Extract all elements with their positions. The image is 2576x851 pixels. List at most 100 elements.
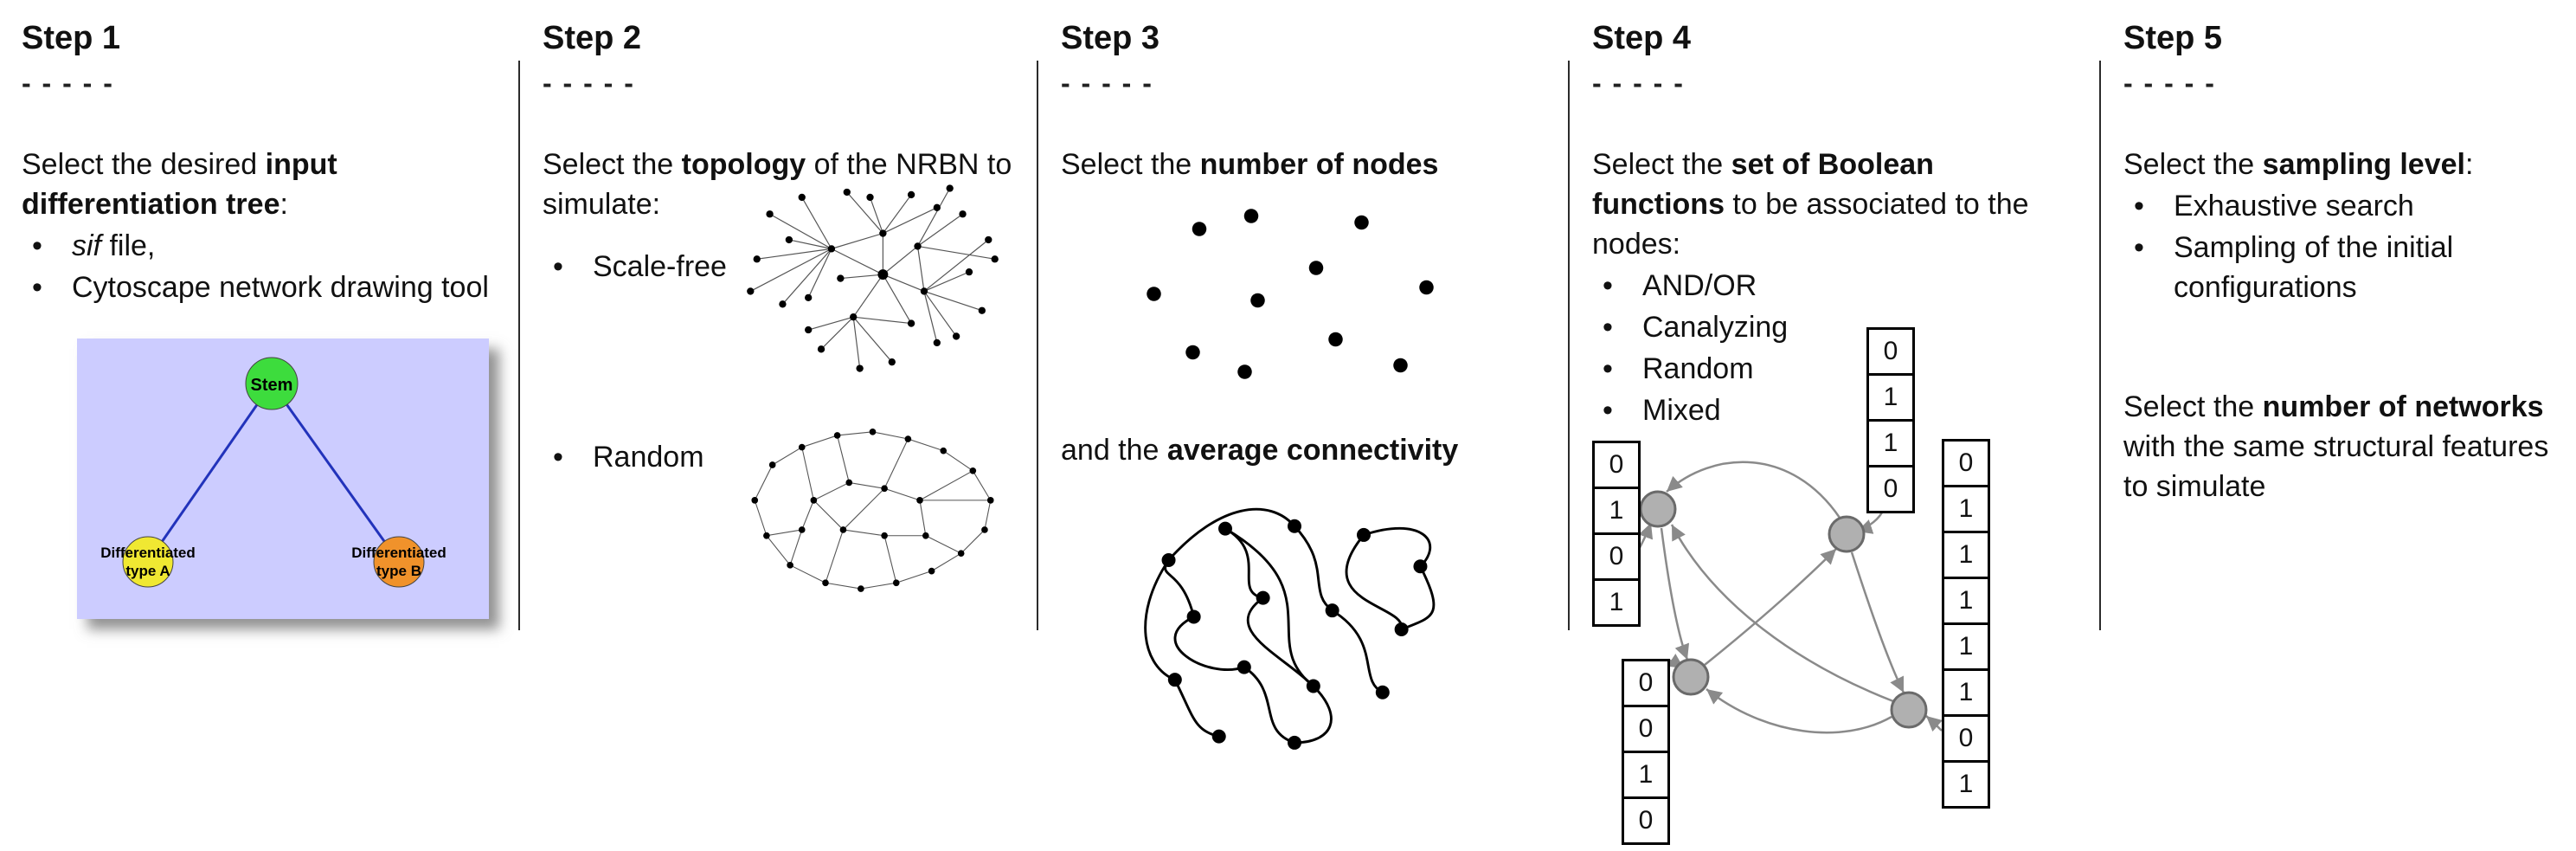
truth-table-cell: 1 (1942, 760, 1990, 809)
truth-table-cell: 1 (1866, 373, 1915, 422)
step-5-networks-instruction: Select the number of networks with the s… (2123, 387, 2573, 506)
bullet-marker: • (32, 270, 42, 304)
tangle-nodes (1161, 519, 1428, 750)
step-2-title: Step 2 (543, 20, 642, 56)
step-2-instruction: Select the topology of the NRBN to simul… (543, 145, 1014, 224)
scatter-dots (1147, 208, 1434, 379)
truth-table-cell: 1 (1592, 487, 1641, 535)
boolean-network-nodes (1639, 490, 1928, 729)
instruction-text: of the NRBN to simulate: (543, 147, 1012, 221)
truth-table-cell: 1 (1942, 622, 1990, 671)
bullet-text: AND/OR (1642, 268, 1757, 302)
network-nodes (751, 428, 994, 592)
bullet-sif-file: • sif file, (22, 226, 496, 266)
bullet-text: Cytoscape network drawing tool (72, 270, 489, 304)
instruction-text: : (2464, 147, 2474, 181)
type-a-label-line2: type A (125, 563, 170, 579)
truth-table-cell: 0 (1592, 441, 1641, 489)
truth-table-cell: 1 (1592, 578, 1641, 627)
instruction-text: Select the desired (22, 147, 266, 181)
instruction-bold: number of nodes (1199, 147, 1439, 181)
instruction-bold: sampling level (2262, 147, 2465, 181)
truth-table-cell: 1 (1942, 531, 1990, 579)
stem-label: Stem (251, 376, 293, 395)
step-4-dashes: - - - - - (1592, 67, 1685, 99)
stem-node (245, 357, 299, 410)
instruction-bold: set of Boolean functions (1592, 147, 1934, 221)
instruction-text: Select the (1061, 147, 1200, 181)
bullet-text: sif file, (72, 226, 496, 266)
truth-table-cell: 1 (1622, 751, 1670, 799)
truth-table-cell: 0 (1622, 659, 1670, 707)
bullet-marker: • (1603, 393, 1613, 427)
bullet-marker: • (2134, 230, 2144, 264)
boolean-network-graphic (1634, 461, 1943, 734)
truth-table-bottom: 0 0 1 0 (1622, 659, 1670, 845)
bullet-marker: • (1603, 310, 1613, 344)
type-a-label-line1: Differentiated (100, 545, 196, 561)
bullet-italic: sif (72, 229, 101, 262)
bullet-text: Mixed (1642, 393, 1721, 427)
truth-table-cell: 1 (1942, 485, 1990, 533)
type-b-label-line1: Differentiated (351, 545, 446, 561)
bullet-and-or: • AND/OR (1592, 266, 2077, 306)
type-b-node (373, 536, 425, 588)
bullet-exhaustive-search: • Exhaustive search (2123, 186, 2573, 226)
instruction-text: and the (1061, 433, 1167, 467)
bullet-marker: • (1603, 268, 1613, 302)
truth-table-cell: 0 (1866, 465, 1915, 513)
bullet-mixed: • Mixed (1592, 390, 2077, 430)
instruction-text: Select the (543, 147, 682, 181)
column-divider (1037, 61, 1038, 630)
scale-free-row: • Scale-free (543, 184, 1014, 389)
network-edges (754, 430, 992, 590)
truth-table-cell: 0 (1942, 439, 1990, 487)
step-1-dashes: - - - - - (22, 67, 114, 99)
bullet-marker: • (553, 440, 563, 474)
bullet-canalyzing: • Canalyzing (1592, 307, 2077, 347)
truth-table-cell: 1 (1942, 577, 1990, 625)
step-3-dashes: - - - - - (1061, 67, 1153, 99)
step-4-panel: Step 4 - - - - - Select the set of Boole… (1592, 19, 2077, 845)
column-divider (518, 61, 520, 630)
bullet-rest: file, (101, 229, 156, 262)
type-b-label-line2: type B (376, 563, 421, 579)
truth-table-top: 0 1 1 0 (1866, 327, 1915, 513)
connectivity-graphic (1144, 507, 1436, 750)
boolean-network-edges (1634, 461, 1943, 734)
step-3-title: Step 3 (1061, 20, 1160, 56)
bullet-marker: • (1603, 351, 1613, 385)
bullet-text: Sampling of the initial configurations (2174, 230, 2454, 304)
truth-table-cell: 1 (1942, 668, 1990, 717)
tree-edges (146, 382, 401, 563)
step-3-panel: Step 3 - - - - - Select the number of no… (1061, 19, 1545, 768)
bullet-text: Scale-free (593, 249, 727, 283)
truth-table-cell: 0 (1622, 705, 1670, 753)
instruction-bold: average connectivity (1166, 433, 1459, 467)
bullet-sampling-initial: • Sampling of the initial configurations (2123, 228, 2573, 307)
differentiation-tree-image: Stem Differentiated type A Differentiate… (77, 338, 489, 619)
instruction-text: Select the (1592, 147, 1731, 181)
step-5-title: Step 5 (2123, 20, 2223, 56)
bullet-text: Canalyzing (1642, 310, 1789, 344)
network-edges (750, 187, 995, 369)
bullet-marker: • (2134, 189, 2144, 222)
truth-table-cell: 0 (1622, 796, 1670, 845)
scale-free-network-graphic (747, 184, 999, 372)
bullet-text: Random (1642, 351, 1754, 385)
truth-table-right: 0 1 1 1 1 1 0 1 (1942, 439, 1990, 809)
instruction-text: Select the (2123, 147, 2263, 181)
differentiation-tree-graphic: Stem Differentiated type A Differentiate… (77, 338, 489, 619)
step-1-title: Step 1 (22, 20, 121, 56)
bullet-random-functions: • Random (1592, 349, 2077, 389)
network-nodes (747, 184, 999, 372)
step-5-dashes: - - - - - (2123, 67, 2216, 99)
instruction-text: to be associated to the nodes: (1592, 187, 2029, 261)
step-5-instruction: Select the sampling level: (2123, 145, 2573, 184)
bullet-random: • Random (543, 437, 731, 477)
random-network-graphic (751, 428, 994, 592)
step-1-instruction: Select the desired input differentiation… (22, 145, 496, 224)
tangle-edges (1144, 507, 1436, 744)
truth-table-left: 0 1 0 1 (1592, 441, 1641, 627)
random-row: • Random (543, 425, 1014, 609)
